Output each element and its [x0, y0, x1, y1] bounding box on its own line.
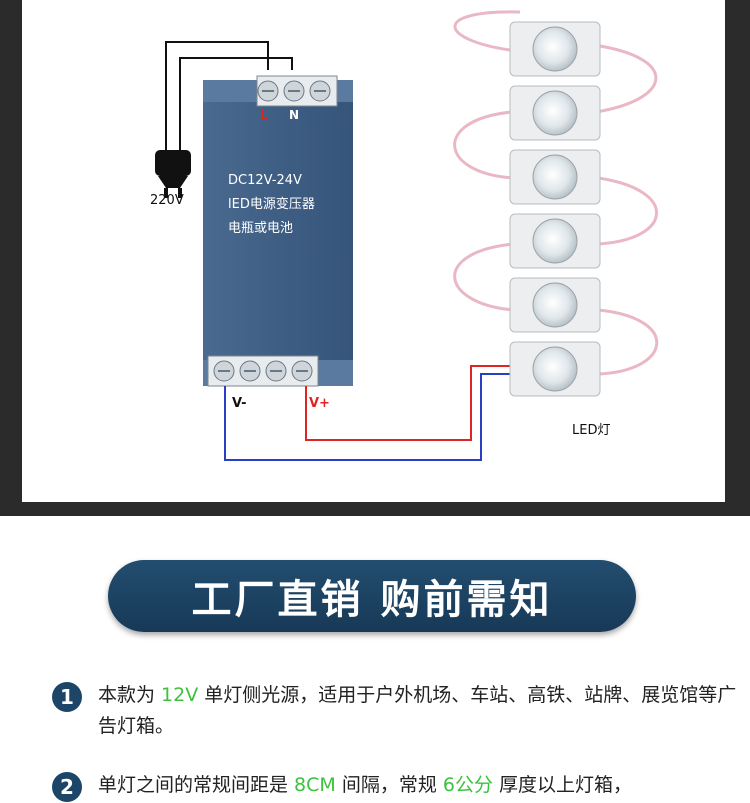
output-negative-label: V-	[232, 396, 247, 411]
plug-voltage-label: 220V	[150, 193, 184, 208]
note-text-post: 厚度以上灯箱，	[492, 774, 633, 796]
led-module-4	[509, 213, 601, 269]
output-positive-label: V+	[309, 396, 330, 411]
note-text-pre: 单灯之间的常规间距是	[98, 774, 295, 796]
note-highlight-2: 6公分	[442, 774, 493, 796]
led-module-2	[509, 85, 601, 141]
note-text-post: 单灯侧光源，适用于户外机场、车站、高铁、站牌、展览馆等广告灯箱。	[98, 684, 737, 737]
banner-title: 工厂直销 购前需知	[191, 577, 553, 623]
top-terminal-block	[256, 75, 338, 107]
wiring-diagram: 220V L N DC12V-24V lED电源变压器 电瓶或电池 V- V+	[150, 10, 659, 461]
ac-wire-l	[165, 41, 269, 160]
led-module-3	[509, 149, 601, 205]
led-cables	[453, 10, 659, 376]
notice-banner: 工厂直销 购前需知	[108, 560, 636, 632]
ac-wire-n	[179, 57, 293, 160]
note-item: 1 本款为 12V 单灯侧光源，适用于户外机场、车站、高铁、站牌、展览馆等广告灯…	[52, 680, 742, 742]
bottom-terminal-block	[207, 355, 319, 387]
led-label: LED灯	[572, 423, 610, 438]
negative-wire	[224, 373, 520, 461]
note-highlight: 8CM	[294, 774, 336, 796]
diagram-frame	[0, 0, 750, 516]
diagram-panel	[22, 0, 725, 502]
terminal-n-label: N	[289, 108, 299, 122]
led-module-6	[509, 341, 601, 397]
positive-wire	[305, 365, 520, 441]
note-number-badge: 2	[52, 772, 82, 802]
led-module-1	[509, 21, 601, 77]
note-text-pre: 本款为	[98, 684, 162, 706]
notes-list: 1 本款为 12V 单灯侧光源，适用于户外机场、车站、高铁、站牌、展览馆等广告灯…	[52, 680, 742, 802]
note-highlight: 12V	[161, 684, 199, 706]
psu-alt-text: 电瓶或电池	[228, 221, 293, 236]
note-item: 2 单灯之间的常规间距是 8CM 间隔，常规 6公分 厚度以上灯箱，	[52, 770, 742, 802]
terminal-l-label: L	[260, 108, 268, 122]
psu-voltage-text: DC12V-24V	[228, 173, 302, 188]
note-text-mid: 间隔，常规	[335, 774, 443, 796]
led-module-5	[509, 277, 601, 333]
power-plug-icon	[155, 150, 191, 198]
note-number-badge: 1	[52, 682, 82, 712]
psu-name-text: lED电源变压器	[228, 196, 315, 212]
